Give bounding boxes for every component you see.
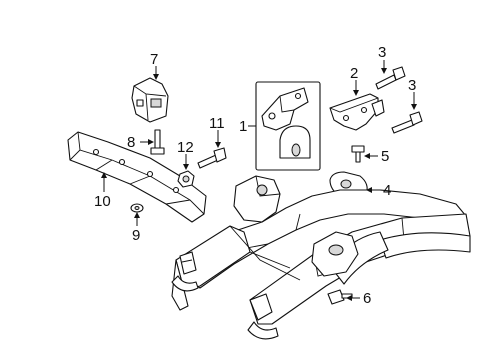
part-12-nut: [177, 170, 195, 188]
callout-3-lower: 3: [408, 77, 416, 94]
callout-3-upper: 3: [378, 44, 386, 61]
part-8-bolt: [150, 129, 165, 155]
part-3-bolt-upper: [375, 66, 406, 90]
frame-assembly: [171, 175, 471, 340]
callout-2: 2: [350, 65, 358, 82]
part-5-bolt: [351, 145, 365, 163]
callout-7: 7: [150, 51, 158, 68]
callout-12: 12: [177, 139, 194, 156]
part-10-crossmember: [67, 131, 207, 223]
callout-1: 1: [239, 118, 247, 135]
part-11-bolt: [197, 147, 227, 169]
callout-11: 11: [209, 115, 225, 132]
part-2-bracket: [329, 93, 385, 131]
part-7-transmission-mount: [131, 77, 169, 123]
callout-5: 5: [381, 148, 389, 165]
callout-6: 6: [363, 290, 371, 307]
leader-lines: [101, 60, 417, 301]
part-1-mount-kit: [255, 81, 321, 171]
part-9-washer: [130, 203, 144, 213]
callout-10: 10: [94, 193, 111, 210]
callout-8: 8: [127, 134, 135, 151]
callout-4: 4: [383, 182, 391, 199]
callout-labels: 7 3 2 3 1 11 8 12 5 4 10 9 6: [94, 44, 416, 307]
part-3-bolt-lower: [391, 111, 423, 134]
callout-9: 9: [132, 227, 140, 244]
